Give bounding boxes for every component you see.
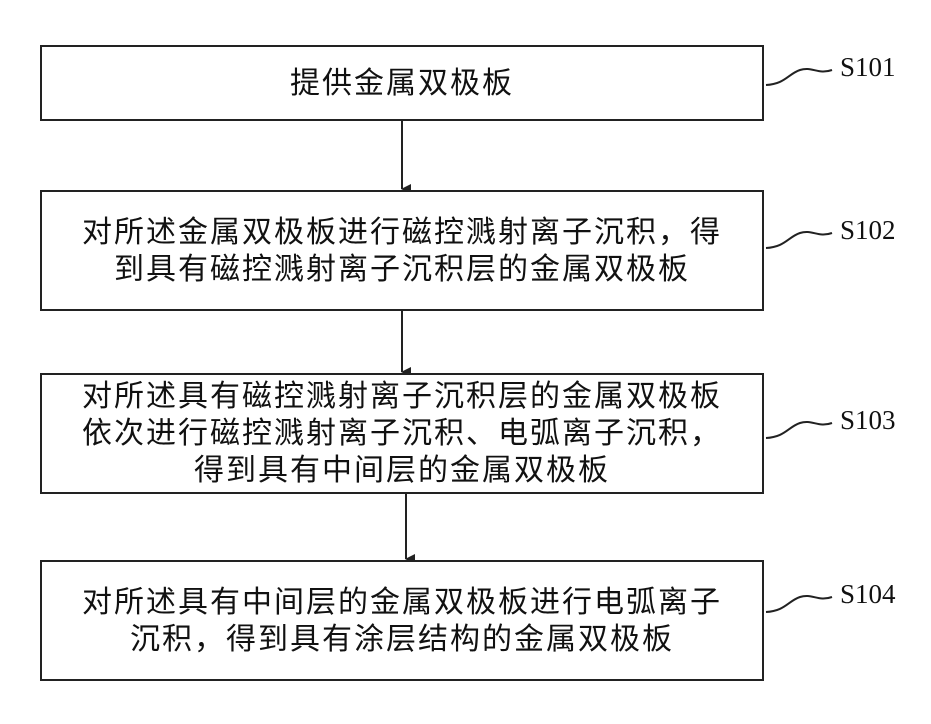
- step-box-s103: 对所述具有磁控溅射离子沉积层的金属双极板 依次进行磁控溅射离子沉积、电弧离子沉积…: [40, 373, 764, 494]
- leader-line-1: [766, 69, 832, 85]
- step-text-s104: 对所述具有中间层的金属双极板进行电弧离子 沉积，得到具有涂层结构的金属双极板: [82, 584, 722, 658]
- leader-line-4: [766, 596, 832, 612]
- step-text-s101: 提供金属双极板: [290, 65, 514, 102]
- leader-line-3: [766, 422, 832, 438]
- step-text-s103: 对所述具有磁控溅射离子沉积层的金属双极板 依次进行磁控溅射离子沉积、电弧离子沉积…: [82, 378, 722, 489]
- step-label-s104: S104: [840, 579, 896, 610]
- step-label-s102: S102: [840, 215, 896, 246]
- step-label-s101: S101: [840, 52, 896, 83]
- step-box-s101: 提供金属双极板: [40, 45, 764, 121]
- step-box-s102: 对所述金属双极板进行磁控溅射离子沉积，得 到具有磁控溅射离子沉积层的金属双极板: [40, 190, 764, 311]
- step-text-s102: 对所述金属双极板进行磁控溅射离子沉积，得 到具有磁控溅射离子沉积层的金属双极板: [82, 214, 722, 288]
- step-box-s104: 对所述具有中间层的金属双极板进行电弧离子 沉积，得到具有涂层结构的金属双极板: [40, 560, 764, 681]
- step-label-s103: S103: [840, 405, 896, 436]
- leader-line-2: [766, 232, 832, 248]
